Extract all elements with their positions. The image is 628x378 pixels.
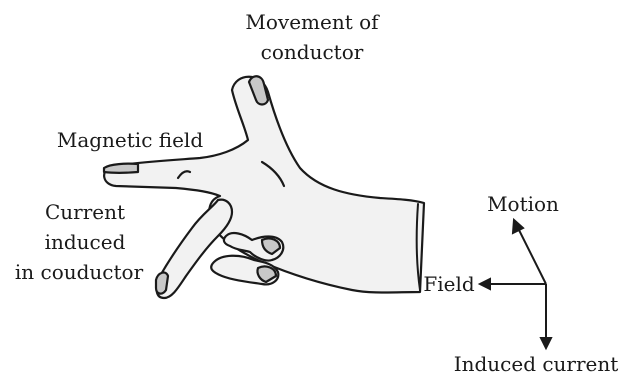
left-hand-icon: [104, 76, 424, 298]
field-label: Field: [420, 272, 478, 296]
field-arrow-icon: [480, 279, 490, 289]
motion-arrow-line: [518, 228, 546, 284]
current-label-line3: in couductor: [6, 260, 152, 284]
current-label-line1: Current: [20, 200, 150, 224]
index-nail: [104, 164, 138, 173]
current-label-line2: induced: [20, 230, 150, 254]
current-arrow-icon: [541, 338, 551, 348]
motion-label: Motion: [480, 192, 566, 216]
motion-arrow-icon: [513, 220, 523, 233]
movement-label-line1: Movement of: [236, 10, 388, 34]
magnetic-field-label: Magnetic field: [52, 128, 208, 152]
middle-nail: [156, 273, 168, 294]
induced-current-label: Induced current: [448, 352, 624, 376]
movement-label-line2: conductor: [236, 40, 388, 64]
axes-group: [480, 220, 551, 348]
